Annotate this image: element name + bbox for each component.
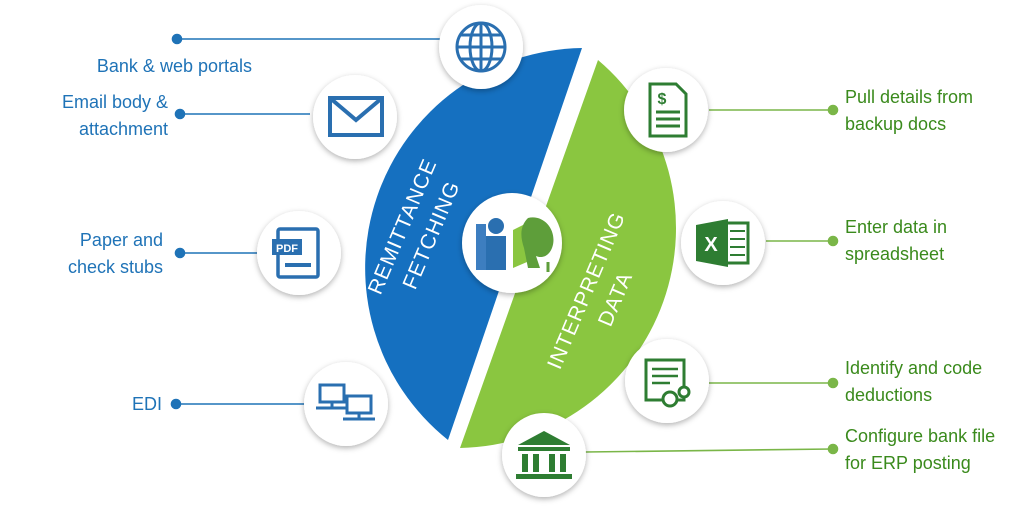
networked-computers-icon — [304, 362, 388, 446]
connector-bank-file — [584, 448, 834, 453]
label-deductions: Identify and code deductions — [845, 358, 983, 405]
svg-text:X: X — [704, 234, 718, 256]
label-email-attachment: Email body & attachment — [61, 92, 168, 139]
connector-dot — [827, 377, 839, 389]
excel-icon: X — [681, 201, 765, 285]
svg-text:PDF: PDF — [276, 243, 298, 255]
label-backup-docs: Pull details from backup docs — [845, 87, 974, 134]
label-bank-file: Configure bank file for ERP posting — [845, 426, 996, 473]
left-connectors — [170, 33, 440, 410]
right-connectors — [584, 104, 839, 455]
envelope-icon — [313, 75, 397, 159]
connector-dot — [171, 33, 183, 45]
connector-dot — [174, 247, 186, 259]
person-at-desk-icon — [462, 193, 562, 293]
document-gears-icon — [625, 339, 709, 423]
connector-dot — [174, 108, 186, 120]
label-spreadsheet: Enter data in spreadsheet — [845, 217, 948, 264]
connector-dot — [827, 104, 839, 116]
invoice-document-icon: $ — [624, 68, 708, 152]
connector-dot — [170, 398, 182, 410]
label-paper-check-stubs: Paper and check stubs — [67, 230, 163, 277]
label-bank-web-portals: Bank & web portals — [96, 56, 252, 76]
label-edi: EDI — [131, 394, 162, 414]
bank-icon — [502, 413, 586, 497]
interpreting-data-segment — [460, 60, 677, 448]
connector-dot — [827, 443, 839, 455]
svg-text:$: $ — [658, 91, 667, 108]
pdf-document-icon: PDF — [257, 211, 341, 295]
globe-icon — [439, 5, 523, 89]
connector-dot — [827, 235, 839, 247]
